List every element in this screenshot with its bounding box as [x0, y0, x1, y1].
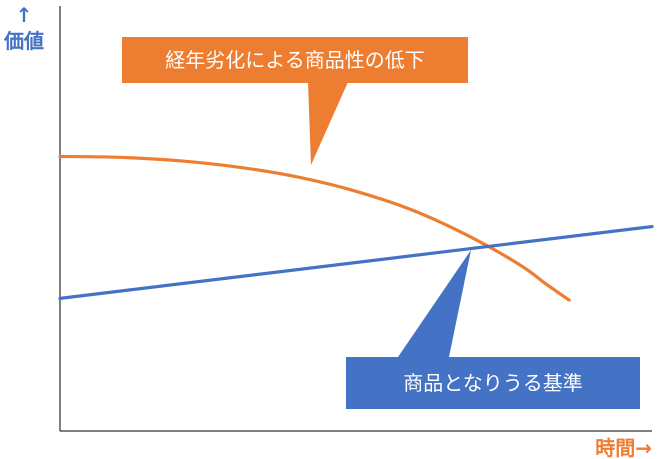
y-axis-label-line: ↑: [16, 3, 33, 27]
series-layer: [58, 154, 654, 302]
x-axis-label: 時間→: [595, 436, 652, 459]
decline-series-line: [58, 154, 571, 302]
standard-callout: 商品となりうる基準: [346, 250, 640, 409]
decline-callout-box: [122, 37, 468, 83]
decline-callout-pointer: [308, 82, 348, 165]
standard-callout-label: 商品となりうる基準: [403, 371, 582, 395]
standard-callout-box: [346, 357, 640, 409]
standard-callout-pointer: [398, 250, 471, 357]
decline-callout: 経年劣化による商品性の低下: [122, 37, 468, 165]
y-axis-label: ↑価値: [3, 3, 44, 53]
standard-series-line: [58, 224, 654, 300]
decline-callout-label: 経年劣化による商品性の低下: [165, 48, 424, 72]
y-axis-label-line: 価値: [3, 29, 44, 53]
